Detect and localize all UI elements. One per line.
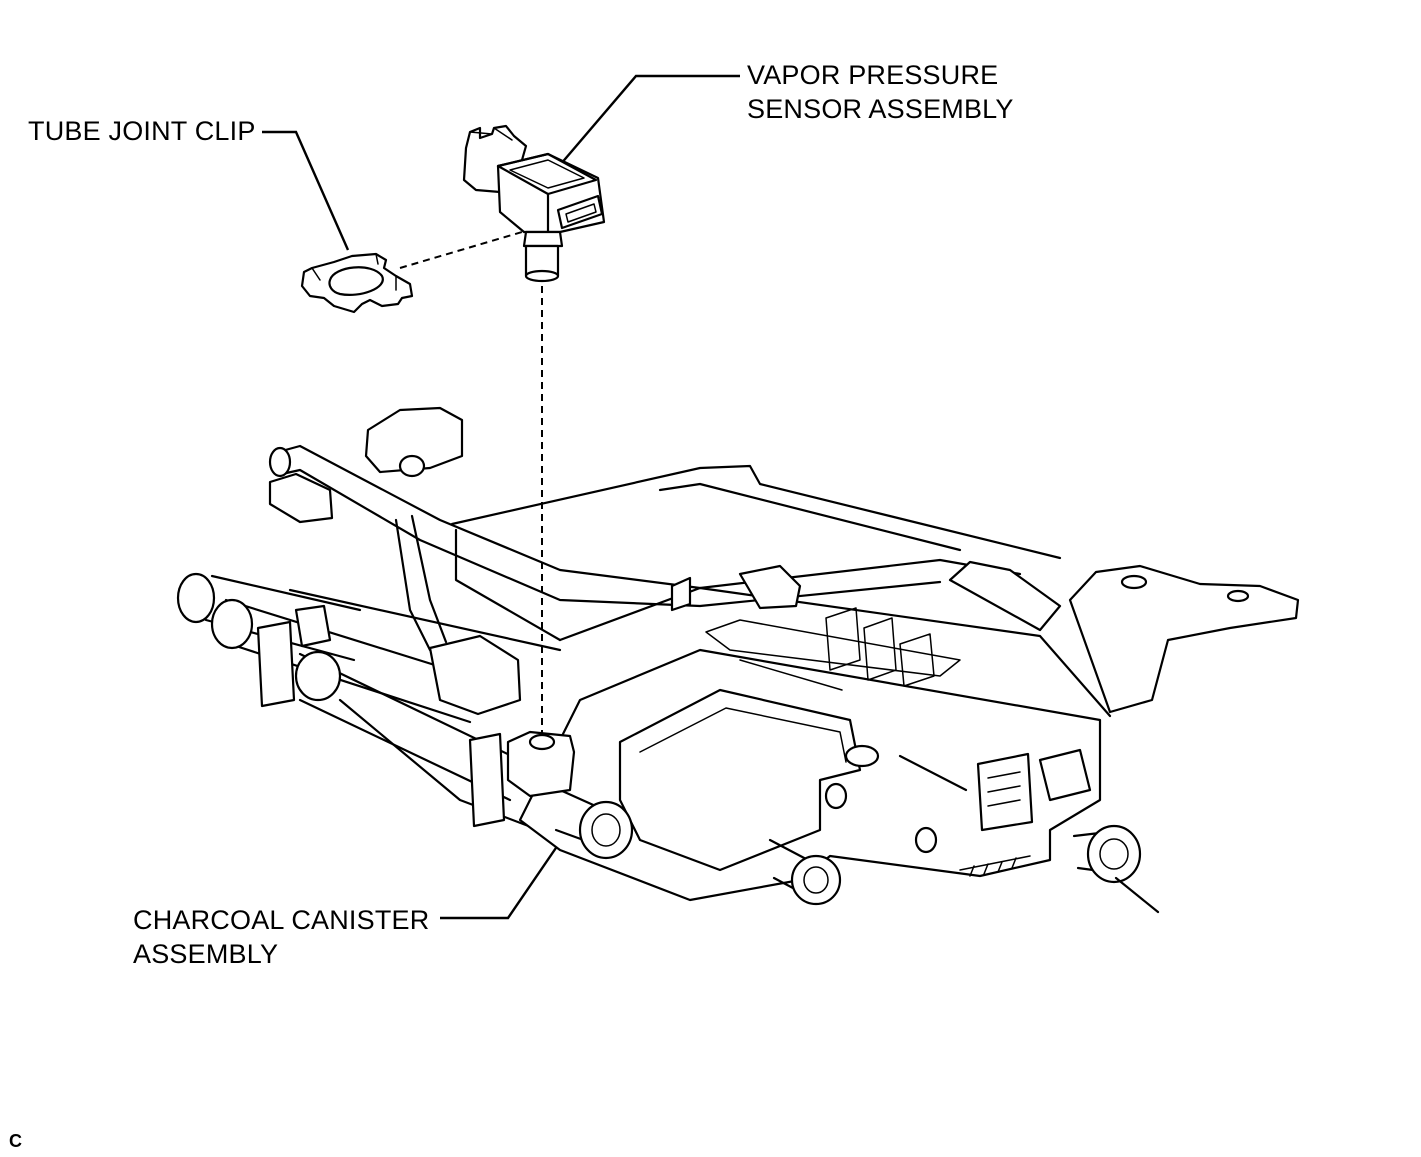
charcoal-canister-label-line1: CHARCOAL CANISTER — [133, 905, 430, 935]
leader-lines — [262, 74, 740, 920]
figure-code: C — [9, 1131, 22, 1151]
vapor-pressure-sensor-label: VAPOR PRESSURE SENSOR ASSEMBLY — [747, 58, 1014, 126]
clip-to-sensor-guide — [399, 231, 523, 269]
charcoal-canister-label: CHARCOAL CANISTER ASSEMBLY — [133, 903, 429, 971]
vapor-sensor-label-line1: VAPOR PRESSURE — [747, 60, 999, 90]
assembly-guides — [399, 231, 543, 735]
wire-harness — [268, 406, 1062, 716]
vapor-sensor-leader — [559, 74, 740, 166]
canister-leader — [440, 841, 561, 920]
tube-clip-leader — [262, 130, 350, 251]
vapor-sensor-label-line2: SENSOR ASSEMBLY — [747, 94, 1014, 124]
charcoal-canister-label-line2: ASSEMBLY — [133, 939, 279, 969]
tube-joint-clip — [300, 252, 414, 314]
charcoal-canister-assembly — [176, 464, 1300, 914]
vapor-pressure-sensor — [462, 124, 606, 283]
tube-joint-clip-label-text: TUBE JOINT CLIP — [28, 116, 256, 146]
tube-joint-clip-label: TUBE JOINT CLIP — [28, 114, 256, 148]
